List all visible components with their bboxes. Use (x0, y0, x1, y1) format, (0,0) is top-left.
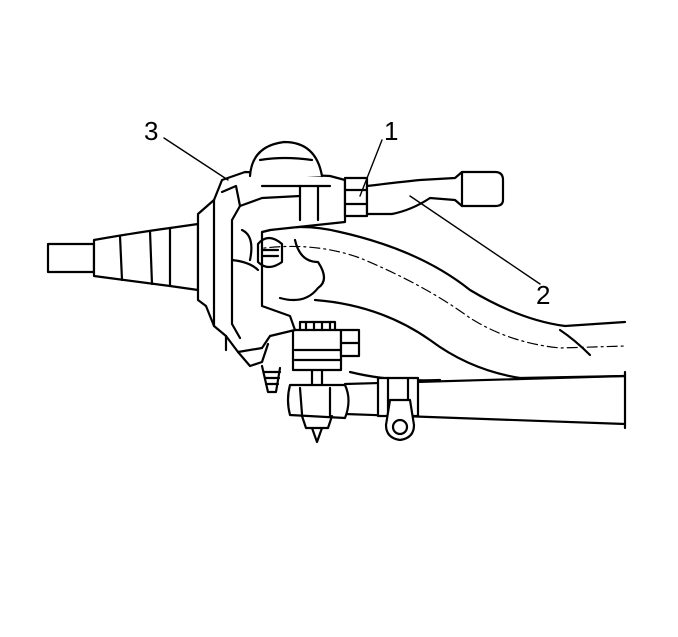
ball-joint-nut (343, 176, 369, 218)
tie-rod-clamp (384, 398, 416, 442)
lower-control-arm (249, 225, 627, 382)
leader-1 (359, 139, 383, 197)
spindle (46, 222, 200, 292)
callout-3: 3 (144, 116, 158, 146)
callout-leaders (163, 137, 541, 285)
leader-3 (163, 137, 229, 181)
callout-2: 2 (536, 280, 550, 310)
steering-knuckle (196, 140, 347, 394)
leader-2 (409, 195, 541, 285)
callout-1: 1 (384, 116, 398, 146)
wrench (365, 170, 505, 216)
tie-rod-end (286, 320, 361, 444)
